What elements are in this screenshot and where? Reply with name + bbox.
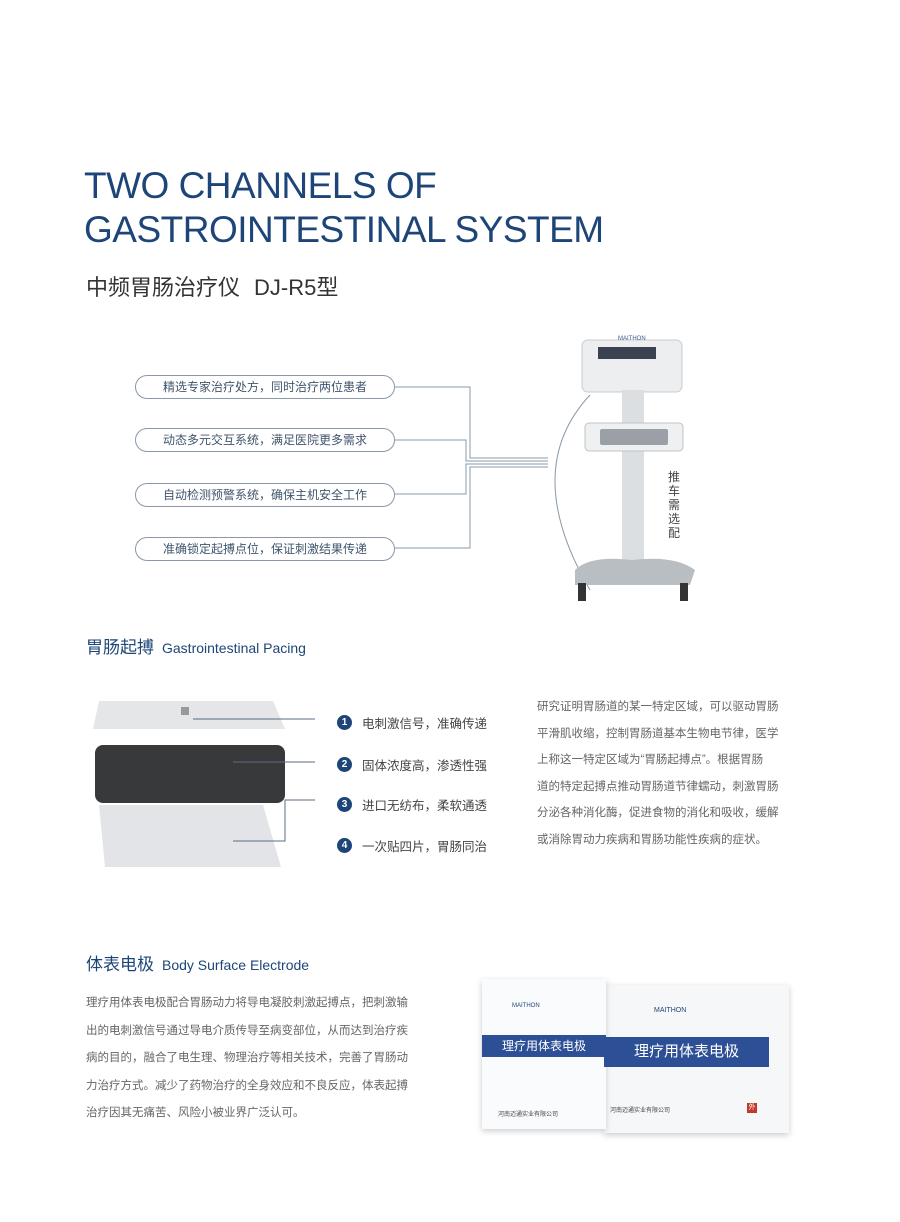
number-badge: 4: [337, 838, 352, 853]
layer-item-1: 1 电刺激信号，准确传递: [337, 713, 487, 732]
text-line: 平滑肌收缩，控制胃肠道基本生物电节律，医学: [537, 727, 779, 740]
external-use-badge: 外: [747, 1103, 757, 1113]
text-line: 或消除胃动力疾病和胃肠功能性疾病的症状。: [537, 833, 767, 846]
product-subtitle: 中频胃肠治疗仪 DJ-R5型: [86, 270, 338, 302]
layer-text: 固体浓度高，渗透性强: [362, 759, 488, 773]
pouch-company: 河南迈通实业有限公司: [498, 1112, 559, 1118]
box-company: 河南迈通实业有限公司: [610, 1108, 671, 1114]
layer-item-4: 4 一次贴四片，胃肠同治: [337, 836, 487, 855]
box-label: 理疗用体表电极: [604, 1037, 769, 1067]
text-line: 治疗因其无痛苦、风险小被业界广泛认可。: [86, 1107, 305, 1119]
text-line: 分泌各种消化酶，促进食物的消化和吸收，缓解: [537, 807, 779, 820]
electrode-description: 理疗用体表电极配合胃肠动力将导电凝胶刺激起搏点，把刺激输 出的电刺激信号通过导电…: [86, 990, 456, 1128]
subtitle-cn: 中频胃肠治疗仪: [86, 275, 241, 300]
section-heading-electrode: 体表电极 Body Surface Electrode: [86, 950, 309, 975]
text-line: 力治疗方式。减少了药物治疗的全身效应和不良反应，体表起搏: [86, 1079, 408, 1092]
feature-connector-lines: [395, 386, 591, 591]
page-title: TWO CHANNELS OF GASTROINTESTINAL SYSTEM: [84, 164, 604, 252]
feature-pill-3: 自动检测预警系统，确保主机安全工作: [135, 483, 395, 507]
layer-text: 一次贴四片，胃肠同治: [362, 840, 488, 854]
number-badge: 2: [337, 757, 352, 772]
text-line: 上称这一特定区域为“胃肠起搏点”。根据胃肠: [537, 754, 764, 767]
heading-en: Body Surface Electrode: [162, 957, 310, 973]
layer-item-3: 3 进口无纺布，柔软通透: [337, 795, 487, 814]
text-line: 出的电刺激信号通过导电介质传导至病变部位，从而达到治疗疾: [86, 1024, 408, 1037]
text-line: 病的目的，融合了电生理、物理治疗等相关技术，完善了胃肠动: [86, 1052, 408, 1064]
device-brand: MAITHON: [618, 336, 646, 342]
text-line: 理疗用体表电极配合胃肠动力将导电凝胶刺激起搏点，把刺激输: [86, 997, 408, 1009]
model-number: DJ-R5型: [254, 275, 339, 300]
title-line-2: GASTROINTESTINAL SYSTEM: [84, 209, 604, 250]
box-brand: MAITHON: [654, 1007, 687, 1014]
text-line: 道的特定起搏点推动胃肠道节律蠕动，刺激胃肠: [537, 780, 779, 793]
heading-cn: 胃肠起搏: [86, 638, 154, 657]
layer-item-2: 2 固体浓度高，渗透性强: [337, 755, 487, 774]
cart-optional-note: 推车需选配: [668, 470, 681, 540]
feature-pill-2: 动态多元交互系统，满足医院更多需求: [135, 428, 395, 452]
electrode-product-image: MAITHON 理疗用体表电极 河南迈通实业有限公司 MAITHON 理疗用体表…: [482, 975, 792, 1137]
feature-pill-4: 准确锁定起搏点位，保证刺激结果传递: [135, 537, 395, 561]
electrode-layers-diagram: [93, 701, 315, 867]
pouch-brand: MAITHON: [512, 1003, 540, 1009]
section-heading-pacing: 胃肠起搏 Gastrointestinal Pacing: [86, 633, 306, 658]
layer-text: 电刺激信号，准确传递: [362, 717, 488, 731]
feature-pill-1: 精选专家治疗处方，同时治疗两位患者: [135, 375, 395, 399]
number-badge: 3: [337, 797, 352, 812]
pacing-description: 研究证明胃肠道的某一特定区域，可以驱动胃肠 平滑肌收缩，控制胃肠道基本生物电节律…: [537, 694, 807, 854]
number-badge: 1: [337, 715, 352, 730]
text-line: 研究证明胃肠道的某一特定区域，可以驱动胃肠: [537, 701, 779, 713]
title-line-1: TWO CHANNELS OF: [84, 165, 437, 206]
layer-text: 进口无纺布，柔软通透: [362, 799, 488, 813]
pouch-label: 理疗用体表电极: [482, 1035, 606, 1057]
device-cart-image: [575, 339, 695, 601]
heading-cn: 体表电极: [86, 955, 154, 974]
heading-en: Gastrointestinal Pacing: [162, 640, 306, 656]
